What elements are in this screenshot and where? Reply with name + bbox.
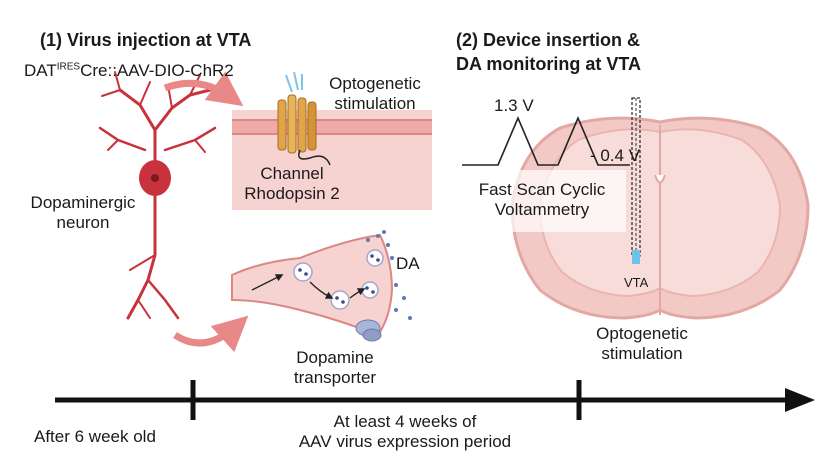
panel2-title-line-2: DA monitoring at VTA xyxy=(456,54,641,74)
channel-line-1: Channel xyxy=(260,164,324,183)
dopamine-molecules xyxy=(366,230,412,320)
dopamine-transporter-icon xyxy=(355,319,382,342)
opto-label-top: Optogenetic stimulation xyxy=(310,74,440,114)
neuron-nucleus xyxy=(151,174,159,182)
opto-line-2: stimulation xyxy=(334,94,416,113)
panel2-title-line-1: (2) Device insertion & xyxy=(456,30,641,50)
opto-line-1: Optogenetic xyxy=(329,74,421,93)
synaptic-vesicles xyxy=(293,249,384,310)
opto2-line-1: Optogenetic xyxy=(596,324,688,343)
panel1-title: (1) Virus injection at VTA xyxy=(40,30,252,50)
da-label: DA xyxy=(396,254,420,273)
vesicle-arrow xyxy=(309,281,334,299)
vesicle-arrow xyxy=(349,288,366,299)
timeline-start-label: After 6 week old xyxy=(34,427,156,446)
dopaminergic-neuron-icon xyxy=(98,71,217,320)
construct-label: DATIRESCre::AAV-DIO-ChR2 xyxy=(24,61,234,81)
voltage-high-label: 1.3 V xyxy=(494,96,534,115)
construct-prefix: DAT xyxy=(24,61,57,80)
recording-probe-icon xyxy=(631,97,641,264)
vta-label: VTA xyxy=(624,275,649,290)
transporter-line-2: transporter xyxy=(293,368,377,387)
channel-line-2: Rhodopsin 2 xyxy=(244,184,340,203)
fscv-line-1: Fast Scan Cyclic xyxy=(478,180,606,199)
neuron-line-1: Dopaminergic xyxy=(30,193,136,212)
channelrhodopsin-icon xyxy=(277,94,331,166)
transporter-line-1: Dopamine xyxy=(296,348,374,367)
fscv-line-2: Voltammetry xyxy=(494,200,590,219)
upper-curved-arrow xyxy=(163,71,244,107)
light-stimulation-icon xyxy=(285,71,303,93)
transporter-label: Dopamine transporter xyxy=(260,348,410,388)
fscv-label: Fast Scan Cyclic Voltammetry xyxy=(462,180,622,220)
period-line-1: At least 4 weeks of xyxy=(333,412,477,431)
opto-label-bottom: Optogenetic stimulation xyxy=(572,324,712,364)
lower-curved-arrow xyxy=(173,315,249,353)
axon-terminal-shape xyxy=(231,233,394,337)
vesicle-arrow xyxy=(251,274,284,291)
fscv-waveform xyxy=(462,115,630,166)
period-line-2: AAV virus expression period xyxy=(298,432,512,451)
neuron-line-2: neuron xyxy=(56,213,110,232)
neuron-label: Dopaminergic neuron xyxy=(18,193,148,233)
construct-superscript: IRES xyxy=(56,61,81,73)
timeline xyxy=(55,380,815,420)
construct-rest: Cre::AAV-DIO-ChR2 xyxy=(80,61,234,80)
channel-label: Channel Rhodopsin 2 xyxy=(232,164,352,204)
panel2-title: (2) Device insertion & DA monitoring at … xyxy=(456,28,641,76)
timeline-period-label: At least 4 weeks of AAV virus expression… xyxy=(270,412,540,452)
opto2-line-2: stimulation xyxy=(601,344,683,363)
voltage-low-label: - 0.4 V xyxy=(590,146,641,165)
